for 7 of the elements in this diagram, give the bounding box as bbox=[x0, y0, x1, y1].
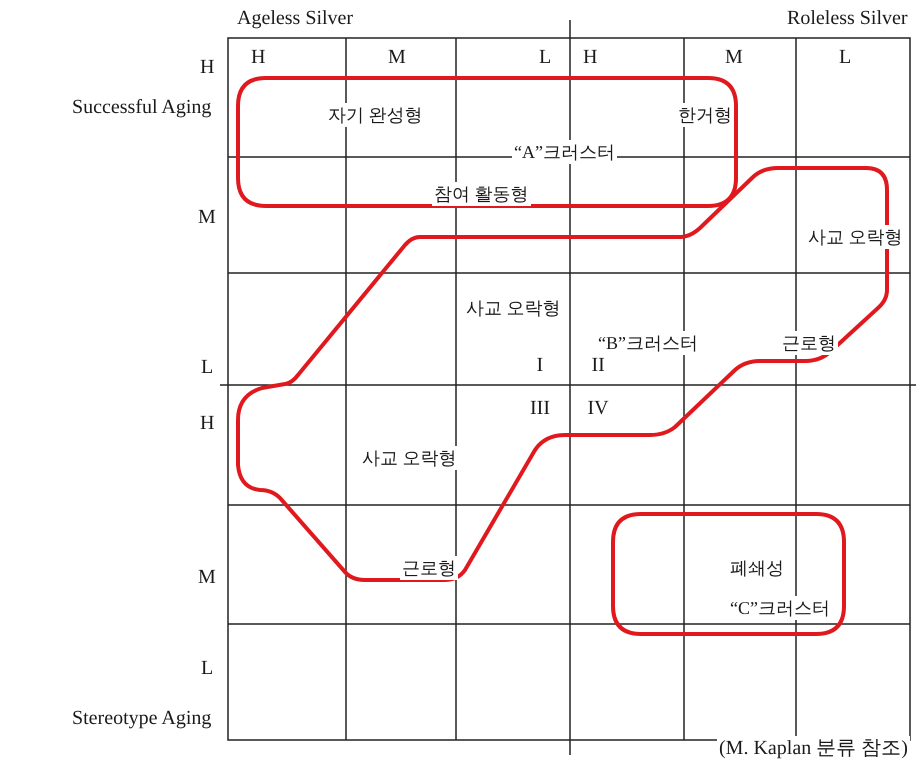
type-label: 한거형 bbox=[676, 103, 734, 127]
type-label: 참여 활동형 bbox=[432, 182, 530, 206]
cluster-label: “A”크러스터 bbox=[512, 140, 617, 164]
type-label: 근로형 bbox=[400, 556, 458, 580]
type-label: 근로형 bbox=[780, 331, 838, 355]
type-label: 사교 오락형 bbox=[360, 446, 458, 470]
source-note: (M. Kaplan 분류 참조) bbox=[717, 736, 910, 760]
